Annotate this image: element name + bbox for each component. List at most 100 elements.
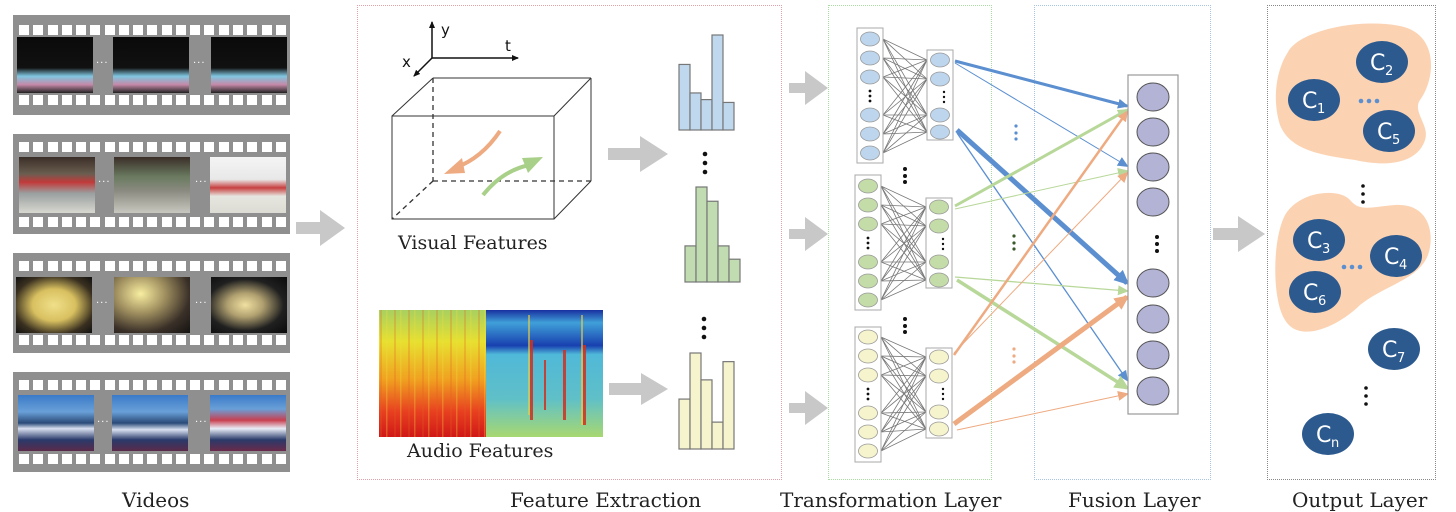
video-frame [210,395,286,451]
axis-label-x: x [402,53,411,71]
fusion-neuron [1136,340,1170,370]
axis-label-t: t [505,37,511,55]
class-node-label: C [1303,281,1318,306]
class-node-subscript: 1 [1317,102,1325,117]
network-ellipsis [903,167,907,334]
section-caption-fusion: Fusion Layer [1068,488,1201,512]
output-layer-panel [1267,5,1436,480]
neuron [930,124,950,140]
neuron [860,145,880,161]
video-frame [16,277,92,333]
video-frame [210,157,286,213]
arrow-to-transform-2 [789,217,828,251]
arrow-fusion-to-output [1213,216,1265,252]
class-node-subscript: 6 [1318,294,1326,309]
neuron [858,424,878,440]
neuron [858,348,878,364]
histogram-bar [722,101,735,131]
video-frame [114,277,190,333]
neuron [858,405,878,421]
video-frame [17,37,93,93]
pipeline-diagram: y t x [296,21,1432,463]
class-node-subscript: 7 [1397,351,1405,366]
neuron [860,126,880,142]
neuron [860,107,880,123]
neuron [860,31,880,47]
histogram-bar [711,421,724,450]
xyt-axes [413,21,519,77]
neuron [860,69,880,85]
fusion-neuron [1136,376,1170,406]
neuron [930,52,950,68]
audio-spectrograms [379,310,603,437]
video-cube [391,77,592,220]
feature-extraction-panel [357,5,782,480]
frame-ellipsis: ... [98,174,111,185]
histogram-bar [678,63,691,131]
frame-ellipsis: ... [195,174,208,185]
transformation-network [854,174,953,311]
fusion-connections [952,59,1130,431]
neuron [929,421,949,437]
neuron [858,273,878,289]
neuron [858,292,878,308]
transformation-networks [854,27,954,463]
section-caption-videos: Videos [122,488,190,512]
neuron [929,272,949,288]
class-node-label: C [1302,89,1317,114]
frame-ellipsis: ... [195,295,208,306]
neuron [929,404,949,420]
fusion-neuron [1136,304,1170,334]
neuron [930,71,950,87]
neuron [858,254,878,270]
fusion-neuron [1136,117,1170,147]
section-caption-transformation: Transformation Layer [780,488,1002,512]
flow-arrows [296,71,1265,425]
arrow-videos-to-features [296,210,345,246]
class-node-subscript: 5 [1392,133,1400,148]
neuron [858,367,878,383]
class-node-label: C [1384,245,1399,270]
neuron [929,254,949,270]
neuron [858,216,878,232]
histogram-bar [706,200,719,283]
histogram-bar [689,352,702,450]
video-strip-jet-ski: ... ... [13,372,290,472]
transformation-network [856,27,954,164]
audio-features-label: Audio Features [407,440,554,462]
histogram-audio-yellow [678,352,735,450]
neuron [858,329,878,345]
arrow-to-transform-1 [789,71,828,105]
histogram-bar [689,92,702,131]
axis-label-y: y [441,21,450,39]
frame-ellipsis: ... [193,55,206,66]
frame-ellipsis: ... [96,55,109,66]
section-caption-output: Output Layer [1292,488,1428,512]
video-strip-cooking-fries: ... ... [13,253,290,353]
neuron [858,197,878,213]
video-strip-fencing: ... ... [13,15,290,115]
fusion-neuron [1136,268,1170,298]
class-node-label: C [1370,51,1385,76]
neuron [929,349,949,365]
transformation-layer-panel [828,5,992,480]
class-node-label: C [1382,338,1397,363]
video-frame [211,277,287,333]
arrow-visual-to-histogram [608,136,668,172]
neuron [858,178,878,194]
neuron [930,107,950,123]
motion-arrowhead-green [522,157,543,173]
vertical-ellipsis [701,151,708,340]
fusion-neuron [1136,152,1170,182]
video-frame [211,37,287,93]
class-node-label: C [1377,120,1392,145]
histogram-visual-blue [678,34,735,131]
neuron [929,218,949,234]
neuron [929,368,949,384]
histogram-bar [684,245,697,283]
